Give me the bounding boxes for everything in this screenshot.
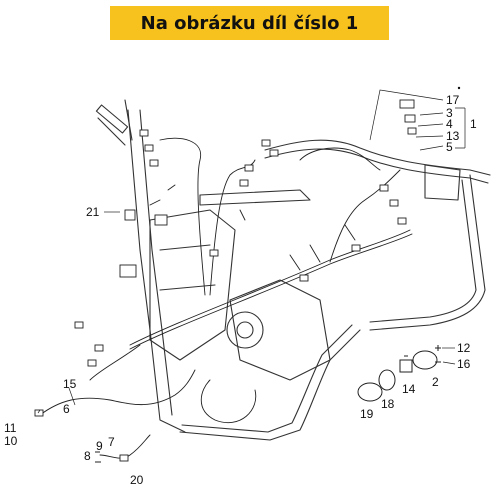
callout-10: 10 [4, 434, 18, 448]
leader-5 [419, 145, 444, 151]
rear-plate [424, 164, 461, 201]
leader-4 [417, 123, 444, 127]
callout-11: 11 [4, 421, 17, 435]
callout-3: 3 [446, 106, 453, 120]
clip-14 [399, 355, 413, 373]
leader-6 [37, 409, 41, 414]
frame-rear [369, 174, 486, 331]
handlebar-grip [95, 104, 129, 134]
clamp-ring-18 [378, 369, 396, 391]
engine-mount [229, 279, 331, 381]
frame-lower [179, 329, 361, 441]
callout-9: 9 [96, 439, 103, 453]
connector [239, 179, 249, 187]
harness-loop [200, 379, 257, 424]
connector [124, 209, 136, 221]
connector [407, 127, 417, 135]
connector [34, 409, 44, 417]
callout-12: 12 [457, 341, 471, 355]
callout-6: 6 [63, 402, 70, 416]
callout-19: 19 [360, 407, 374, 421]
connector [149, 159, 159, 167]
leader-3 [419, 112, 444, 116]
callout-13: 13 [446, 129, 460, 143]
connector [74, 321, 84, 329]
callout-15: 15 [63, 377, 77, 391]
callout-16: 16 [457, 357, 471, 371]
leader-15 [68, 387, 76, 406]
connector [261, 139, 271, 147]
connector [94, 344, 104, 352]
leader-13 [415, 135, 444, 138]
callout-17: 17 [446, 93, 460, 107]
harness-right-branch [329, 169, 401, 263]
callout-1: 1 [470, 117, 477, 131]
leader-group-1 [455, 107, 466, 149]
callout-21: 21 [86, 205, 100, 219]
callout-20: 20 [130, 473, 144, 487]
handlebar [97, 99, 133, 146]
connector [139, 129, 149, 137]
pivot-circle-inner [236, 321, 254, 339]
harness-main [129, 229, 411, 346]
steering-column-inner [139, 109, 173, 416]
connector [399, 99, 415, 109]
connector [87, 359, 97, 367]
screw-12 [435, 345, 441, 351]
harness-cable-bottom [39, 369, 196, 416]
connector [299, 274, 309, 282]
connector [244, 164, 254, 172]
part-number-banner: Na obrázku díl číslo 1 [110, 6, 389, 40]
connector [154, 214, 168, 226]
harness-main-2 [129, 233, 413, 350]
leader-16 [442, 361, 456, 365]
clamp-ring-2 [412, 350, 438, 370]
harness-top-right [299, 147, 381, 171]
callout-2: 2 [432, 375, 439, 389]
connector [119, 264, 137, 278]
callout-18: 18 [381, 397, 395, 411]
harness-up-left [159, 137, 206, 296]
harness-misc-2 [149, 184, 246, 221]
connector [351, 244, 361, 252]
pivot-circle [226, 311, 264, 349]
callout-7: 7 [108, 435, 115, 449]
connector [269, 149, 279, 157]
connector [389, 199, 399, 207]
clamp-ring-19 [357, 382, 383, 402]
crossbar [199, 189, 311, 206]
leader-17 [369, 89, 444, 141]
front-bracket-detail [159, 244, 216, 291]
frame-rear-inner [369, 179, 477, 323]
harness-misc-1 [289, 224, 356, 271]
callout-4: 4 [446, 117, 453, 131]
harness-cable-bottom-2 [99, 434, 151, 459]
connector [397, 217, 407, 225]
callout-8: 8 [84, 449, 91, 463]
connector [404, 114, 416, 123]
frame-lower-inner [181, 324, 353, 433]
harness-left-down [89, 344, 141, 381]
callout-5: 5 [446, 140, 453, 154]
connector [119, 454, 129, 462]
connector [144, 144, 154, 152]
connector [379, 184, 389, 192]
connector [209, 249, 219, 257]
banner-text: Na obrázku díl číslo 1 [140, 12, 359, 34]
frame-tube-top-inner [264, 148, 489, 184]
dot-icon [457, 86, 461, 90]
steering-column [127, 109, 186, 433]
callout-14: 14 [402, 382, 416, 396]
